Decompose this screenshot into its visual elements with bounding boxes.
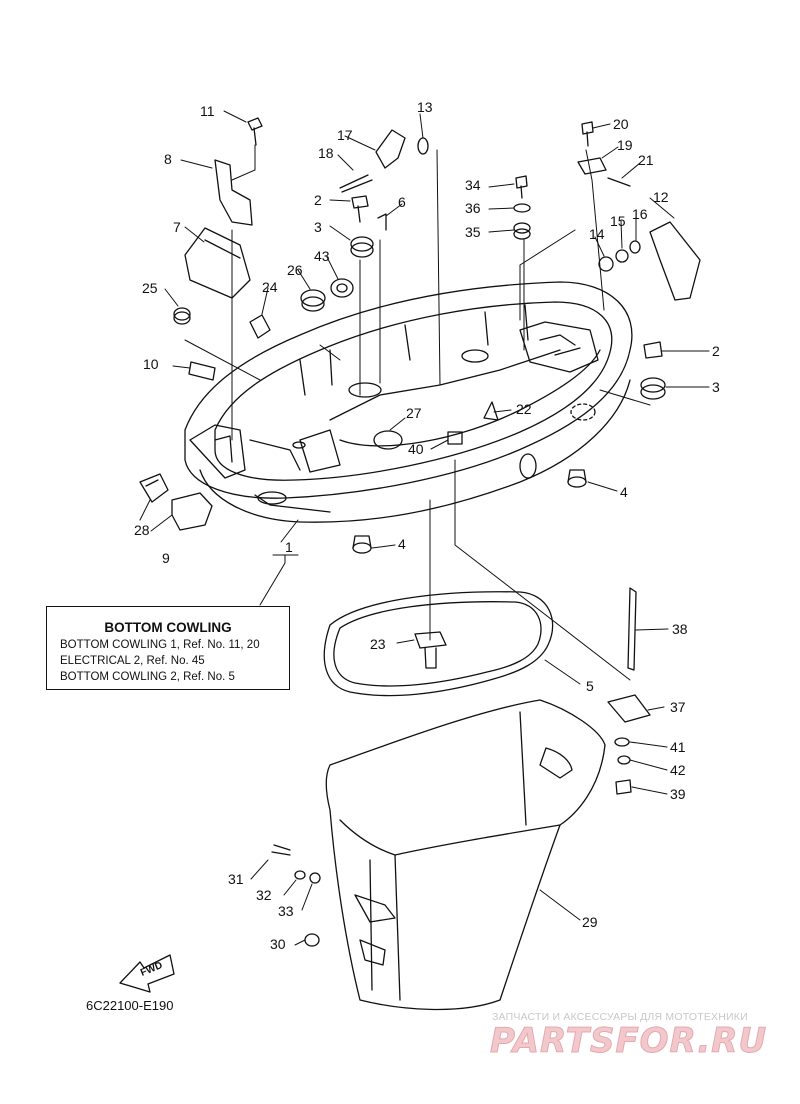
part-label-4: 4 [398, 536, 406, 552]
part-label-39: 39 [670, 786, 686, 802]
part-label-40: 40 [408, 441, 424, 457]
legend-line: BOTTOM COWLING 1, Ref. No. 11, 20 [60, 639, 260, 651]
part-label-20: 20 [613, 116, 629, 132]
part-label-30: 30 [270, 936, 286, 952]
part-label-35: 35 [465, 224, 481, 240]
part-label-10: 10 [143, 356, 159, 372]
part-label-8: 8 [164, 151, 172, 167]
diagram-code: 6C22100-E190 [86, 998, 174, 1013]
legend-title: BOTTOM COWLING [104, 620, 232, 635]
part-label-41: 41 [670, 739, 686, 755]
part-label-11: 11 [200, 103, 215, 119]
part-label-21: 21 [638, 152, 654, 168]
bottom-cowling-shape [184, 281, 633, 523]
part-label-22: 22 [516, 401, 532, 417]
legend-line: BOTTOM COWLING 2, Ref. No. 5 [60, 671, 235, 683]
part-label-6: 6 [398, 194, 406, 210]
small-parts [139, 117, 701, 947]
part-label-2: 2 [712, 343, 720, 359]
part-label-7: 7 [173, 219, 181, 235]
part-label-37: 37 [670, 699, 686, 715]
seal-shape [323, 591, 554, 697]
part-label-5: 5 [586, 678, 594, 694]
part-label-19: 19 [617, 137, 633, 153]
part-label-3: 3 [314, 219, 322, 235]
fwd-arrow-icon: FWD [119, 954, 175, 993]
part-label-43: 43 [314, 248, 330, 264]
part-label-3: 3 [712, 379, 720, 395]
part-label-4: 4 [620, 484, 628, 500]
part-label-9: 9 [162, 550, 170, 566]
part-label-27: 27 [406, 405, 422, 421]
part-label-29: 29 [582, 914, 598, 930]
part-label-24: 24 [262, 279, 278, 295]
part-label-16: 16 [632, 206, 648, 222]
part-label-36: 36 [465, 200, 481, 216]
part-label-14: 14 [589, 226, 605, 242]
legend-line: ELECTRICAL 2, Ref. No. 45 [60, 655, 205, 667]
part-label-2: 2 [314, 192, 322, 208]
part-label-38: 38 [672, 621, 688, 637]
part-label-33: 33 [278, 903, 294, 919]
part-label-34: 34 [465, 177, 481, 193]
part-label-18: 18 [318, 145, 334, 161]
lower-cowling-shape [325, 699, 606, 1011]
part-label-13: 13 [417, 99, 433, 115]
part-label-26: 26 [287, 262, 303, 278]
part-label-31: 31 [228, 871, 244, 887]
legend-box: BOTTOM COWLING BOTTOM COWLING 1, Ref. No… [46, 606, 290, 690]
watermark-tagline: ЗАПЧАСТИ И АКСЕССУАРЫ ДЛЯ МОТОТЕХНИКИ [492, 1011, 748, 1023]
part-label-25: 25 [142, 280, 158, 296]
leader-lines [139, 110, 710, 946]
part-label-23: 23 [370, 636, 386, 652]
part-label-1: 1 [285, 539, 293, 555]
watermark-brand: PARTSFOR.RU [489, 1021, 768, 1062]
part-label-28: 28 [134, 522, 150, 538]
part-label-17: 17 [337, 127, 353, 143]
part-label-42: 42 [670, 762, 686, 778]
part-label-32: 32 [256, 887, 272, 903]
part-label-15: 15 [610, 213, 626, 229]
part-label-12: 12 [653, 189, 669, 205]
